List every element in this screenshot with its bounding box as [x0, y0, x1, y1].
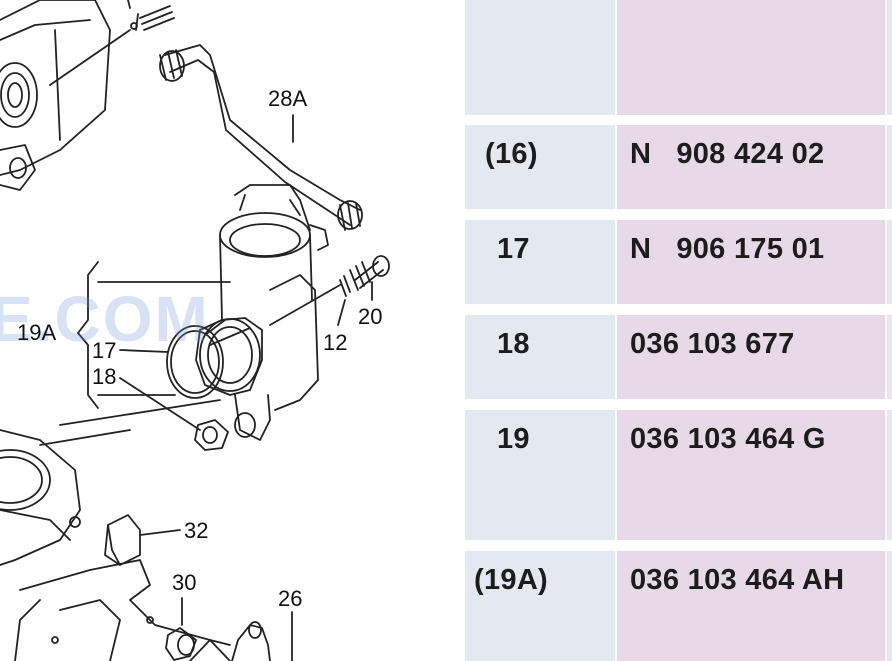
part-number-cell	[617, 0, 885, 115]
cell-edge	[887, 410, 892, 540]
part-number: 036 103 677	[630, 328, 795, 360]
table-row[interactable]: (19A) 036 103 464 AH	[465, 551, 892, 661]
label-28a: 28A	[268, 86, 308, 111]
part-number: N 906 175 01	[630, 233, 825, 265]
table-row[interactable]	[465, 0, 892, 115]
item-number: (19A)	[474, 564, 549, 596]
brace-19a	[77, 261, 231, 409]
cell-edge	[887, 0, 892, 115]
label-18: 18	[92, 364, 117, 389]
gasket	[119, 377, 229, 451]
part-number-cell: 036 103 464 AH	[617, 551, 885, 661]
sleeve	[165, 597, 197, 661]
label-32: 32	[184, 518, 209, 543]
item-number-cell: 17	[465, 220, 615, 304]
label-20: 20	[358, 304, 383, 329]
exploded-parts-diagram: E.COM 28A 19A 17 18 12 20 32 30 26	[0, 0, 390, 661]
part-26	[189, 611, 293, 661]
diagram-drawing	[0, 0, 390, 661]
bracket-plate	[14, 559, 231, 661]
part-number-cell: N 906 175 01	[617, 220, 885, 304]
part-number: 036 103 464 G	[630, 423, 826, 455]
item-number-cell: (16)	[465, 125, 615, 209]
table-row[interactable]: 19 036 103 464 G	[465, 410, 892, 540]
washer	[269, 275, 351, 326]
item-number: 17	[497, 233, 530, 265]
label-12: 12	[323, 330, 348, 355]
item-number-cell: (19A)	[465, 551, 615, 661]
part-number: N 908 424 02	[630, 138, 825, 170]
table-row[interactable]: 17 N 906 175 01	[465, 220, 892, 304]
item-number: 18	[497, 328, 530, 360]
watermark-text: E.COM	[0, 283, 210, 355]
spring-bolt	[49, 0, 175, 86]
part-number-cell: 036 103 677	[617, 315, 885, 399]
cell-edge	[887, 220, 892, 304]
item-number-cell: 19	[465, 410, 615, 540]
table-row[interactable]: (16) N 908 424 02	[465, 125, 892, 209]
item-number: 19	[497, 423, 530, 455]
part-number-cell: N 908 424 02	[617, 125, 885, 209]
air-intake-housing	[0, 0, 111, 191]
part-number-cell: 036 103 464 G	[617, 410, 885, 540]
throttle-housing	[195, 184, 329, 441]
cell-edge	[887, 125, 892, 209]
table-row[interactable]: 18 036 103 677	[465, 315, 892, 399]
seal-ring	[119, 325, 224, 399]
parts-table: (16) N 908 424 02 17 N 906 175 01 18 036…	[465, 0, 892, 661]
item-number-cell: 18	[465, 315, 615, 399]
part-number: 036 103 464 AH	[630, 564, 845, 596]
bolt	[349, 255, 390, 301]
label-30: 30	[172, 570, 197, 595]
cap	[104, 514, 181, 566]
item-number: (16)	[485, 138, 538, 170]
engine-block	[0, 399, 221, 566]
item-number-cell	[465, 0, 615, 115]
label-17: 17	[92, 338, 117, 363]
cell-edge	[887, 315, 892, 399]
label-19a: 19A	[17, 320, 57, 345]
label-26: 26	[278, 586, 303, 611]
breather-hose	[159, 44, 363, 231]
cell-edge	[887, 551, 892, 661]
